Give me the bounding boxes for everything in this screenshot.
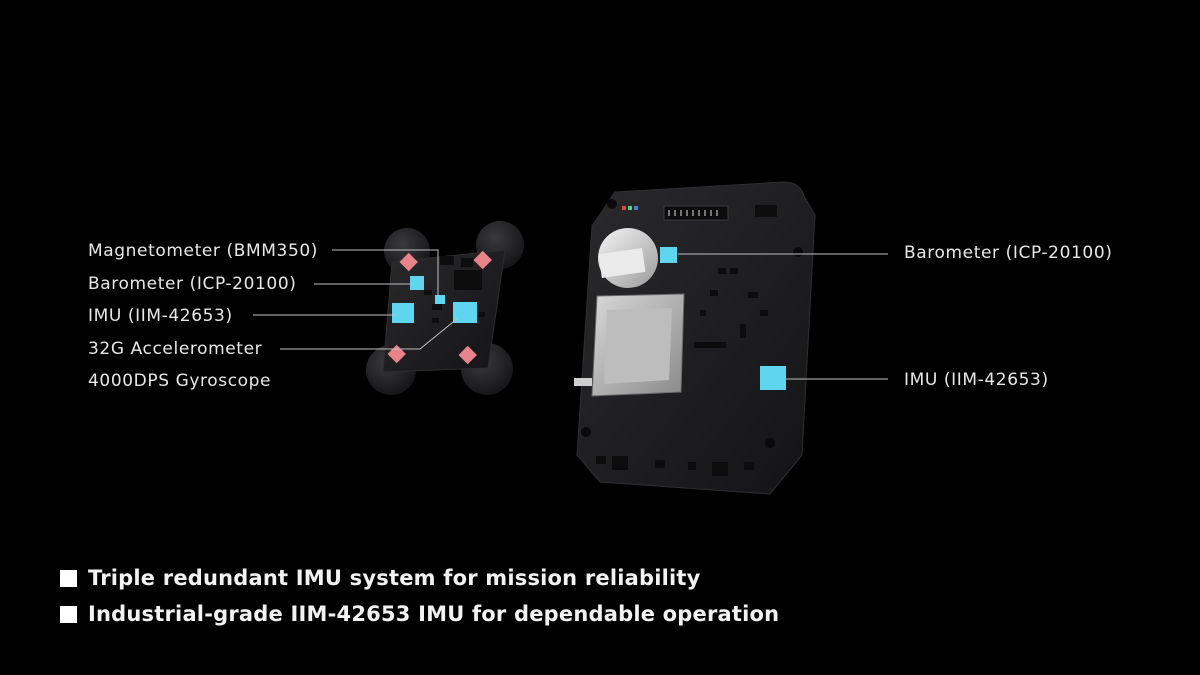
left-leader-lines [253, 249, 459, 350]
coin-battery [598, 228, 658, 288]
label-left-barometer: Barometer (ICP-20100) [88, 274, 297, 294]
left-magnetometer-chip [435, 295, 445, 304]
pad-top-right [473, 250, 492, 270]
right-barometer-chip [660, 247, 677, 263]
label-left-imu: IMU (IIM-42653) [88, 306, 233, 326]
feature-item: Industrial-grade IIM-42653 IMU for depen… [60, 596, 779, 632]
right-leader-lines [678, 253, 888, 380]
feature-item: Triple redundant IMU system for mission … [60, 560, 779, 596]
feature-list: Triple redundant IMU system for mission … [60, 560, 779, 632]
sd-card-slot [574, 293, 685, 397]
board-connector [663, 205, 729, 221]
label-right-barometer: Barometer (ICP-20100) [904, 243, 1113, 263]
pad-top-left [399, 252, 418, 272]
left-barometer-chip [410, 276, 424, 290]
feature-text: Industrial-grade IIM-42653 IMU for depen… [88, 602, 780, 626]
pad-bottom-right [458, 345, 477, 365]
label-right-imu: IMU (IIM-42653) [904, 370, 1049, 390]
right-imu-chip [760, 366, 786, 390]
label-magnetometer: Magnetometer (BMM350) [88, 241, 319, 261]
square-bullet-icon [60, 605, 77, 623]
feature-text: Triple redundant IMU system for mission … [88, 566, 701, 590]
left-imu-chip-a [392, 303, 414, 323]
square-bullet-icon [60, 569, 77, 587]
left-imu-chip-b [453, 302, 477, 323]
imu-module-board [366, 221, 524, 395]
label-gyroscope: 4000DPS Gyroscope [88, 371, 272, 391]
flight-controller-board [574, 181, 816, 495]
label-accelerometer: 32G Accelerometer [88, 339, 263, 359]
